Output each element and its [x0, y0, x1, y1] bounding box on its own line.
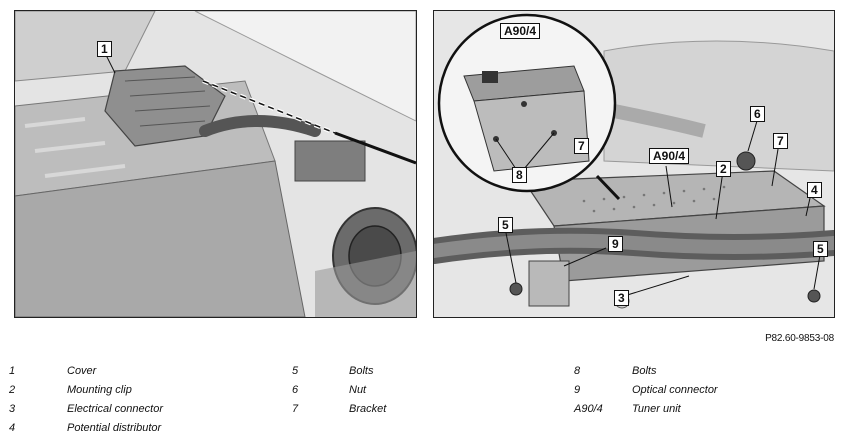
legend-number: 2	[9, 384, 16, 396]
callout-3: 3	[614, 290, 629, 306]
legend-text: Tuner unit	[632, 403, 681, 415]
callout-5-left: 5	[498, 217, 513, 233]
legend-number: A90/4	[574, 403, 603, 415]
overview-drawing	[15, 11, 416, 317]
detail-illustration: A90/4 7 8 A90/4 2 6 7 4 5 5 9 3	[433, 10, 835, 318]
legend-number: 8	[574, 365, 581, 377]
callout-7: 7	[773, 133, 788, 149]
legend-number: 6	[292, 384, 299, 396]
legend-text: Bolts	[349, 365, 374, 377]
callout-a90: A90/4	[649, 148, 690, 164]
legend-text: Mounting clip	[67, 384, 132, 396]
callout-a90-detail: A90/4	[500, 23, 541, 39]
legend-number: 4	[9, 422, 16, 434]
legend-text: Potential distributor	[67, 422, 162, 434]
legend-text: Bolts	[632, 365, 657, 377]
legend-number: 1	[9, 365, 16, 377]
callout-5-right: 5	[813, 241, 828, 257]
callout-4: 4	[807, 182, 822, 198]
legend-number: 7	[292, 403, 299, 415]
legend-text: Cover	[67, 365, 97, 377]
legend-number: 5	[292, 365, 299, 377]
legend-text: Electrical connector	[67, 403, 163, 415]
legend-text: Nut	[349, 384, 367, 396]
callout-2: 2	[716, 161, 731, 177]
legend-number: 9	[574, 384, 581, 396]
detail-drawing	[434, 11, 834, 317]
overview-illustration: 1	[14, 10, 417, 318]
figure-id: P82.60-9853-08	[765, 333, 834, 344]
legend-text: Bracket	[349, 403, 387, 415]
callout-7-detail: 7	[574, 138, 589, 154]
callout-8-detail: 8	[512, 167, 527, 183]
callout-1: 1	[97, 41, 112, 57]
callout-6: 6	[750, 106, 765, 122]
legend-number: 3	[9, 403, 16, 415]
legend-text: Optical connector	[632, 384, 718, 396]
callout-9: 9	[608, 236, 623, 252]
